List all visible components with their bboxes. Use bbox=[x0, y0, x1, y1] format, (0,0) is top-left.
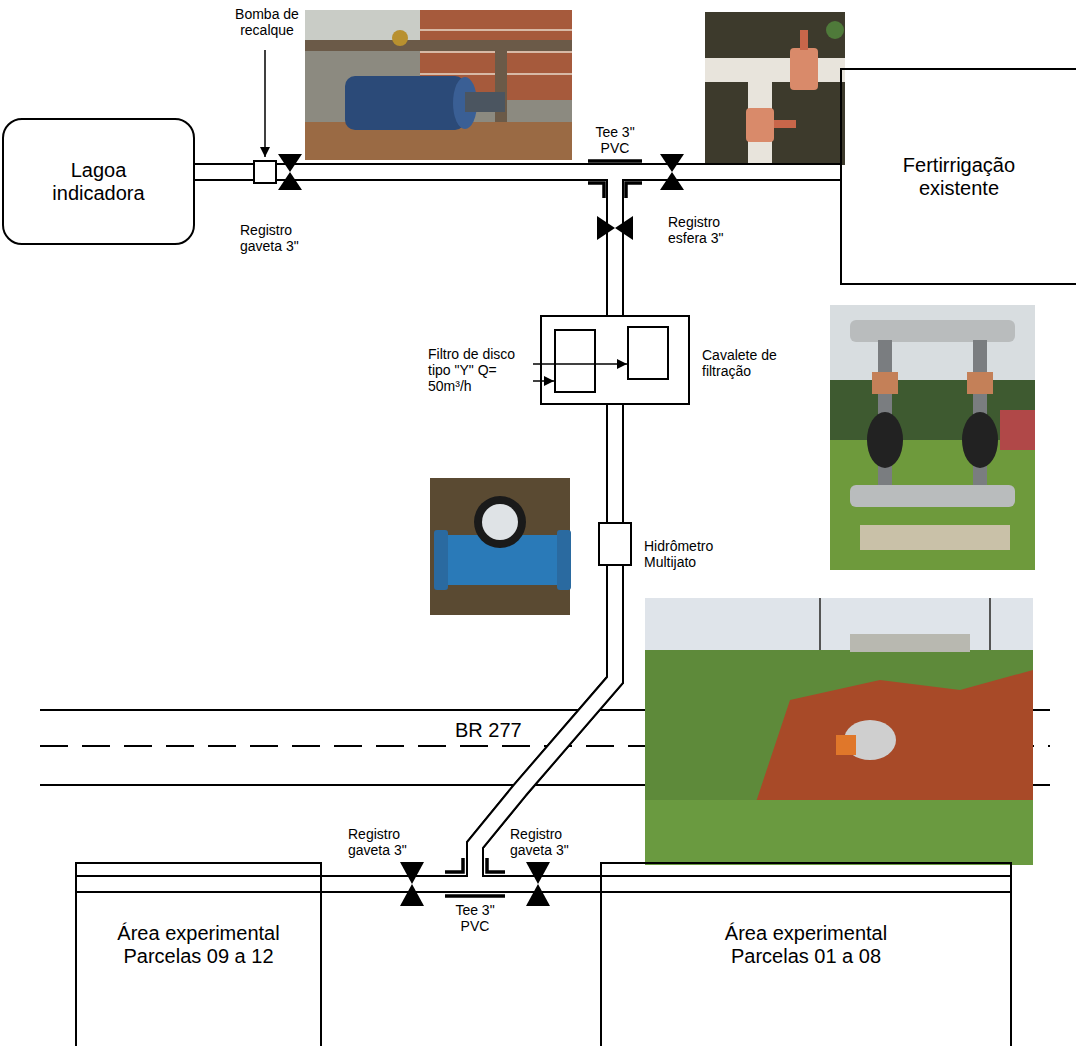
part-label: Registro gaveta 3" bbox=[240, 222, 312, 254]
pipe-bore bbox=[277, 172, 615, 315]
pipe-connector bbox=[195, 172, 253, 173]
part-label: Filtro de disco tipo "Y" Q= 50m³/h bbox=[428, 346, 528, 394]
filter-rack-box: Cavalete de filtração bbox=[540, 315, 690, 405]
valve-symbol bbox=[660, 154, 684, 190]
box-label: Lagoa indicadora bbox=[39, 159, 159, 205]
pipe-connector bbox=[322, 566, 615, 884]
box-label: Área experimental Parcelas 09 a 12 bbox=[104, 922, 294, 968]
part-label: Registro esfera 3" bbox=[668, 214, 740, 246]
valve-symbol bbox=[278, 154, 302, 190]
part-label: Tee 3" PVC bbox=[451, 902, 499, 934]
part-label: Cavalete de filtração bbox=[702, 347, 778, 379]
pipe-bore bbox=[322, 566, 615, 884]
meter-box: Hidrômetro Multijato bbox=[598, 522, 632, 566]
pipe-connector bbox=[277, 172, 615, 315]
filter-photo bbox=[830, 305, 1035, 570]
valve-symbol bbox=[526, 862, 550, 906]
part-label: Tee 3" PVC bbox=[591, 124, 639, 156]
plot-area: Área experimental Parcelas 01 a 08 bbox=[600, 862, 1012, 1046]
valve-symbol bbox=[597, 216, 633, 240]
filter-symbol bbox=[555, 327, 668, 392]
pipe-wall bbox=[606, 405, 624, 522]
pump-photo bbox=[305, 10, 572, 160]
pump-box: Bomba de recalque bbox=[253, 160, 277, 184]
tee-symbol bbox=[588, 161, 642, 198]
pipe-wall bbox=[195, 163, 253, 181]
box-label: Fertirrigação existente bbox=[879, 154, 1039, 200]
part-label: Bomba de recalque bbox=[215, 6, 319, 38]
leader-arrow bbox=[265, 50, 627, 381]
meter-photo bbox=[430, 478, 571, 615]
pipe-connector bbox=[615, 405, 616, 522]
valve-photo bbox=[705, 12, 845, 165]
part-label: Hidrômetro Multijato bbox=[644, 538, 730, 570]
part-label: BR 277 bbox=[452, 719, 525, 742]
tee-symbol bbox=[445, 858, 505, 896]
pipe-bore bbox=[195, 165, 253, 179]
pipe-wall bbox=[277, 172, 615, 315]
pipe-bore bbox=[608, 405, 622, 522]
part-label: Registro gaveta 3" bbox=[348, 826, 420, 858]
pond-box: Lagoa indicadora bbox=[2, 118, 195, 245]
road-photo bbox=[645, 598, 1033, 865]
valve-symbol bbox=[400, 862, 424, 906]
fertigation-box: Fertirrigação existente bbox=[840, 68, 1076, 285]
plot-area: Área experimental Parcelas 09 a 12 bbox=[75, 862, 322, 1046]
part-label: Registro gaveta 3" bbox=[510, 826, 582, 858]
pipe-wall bbox=[322, 566, 615, 884]
box-label: Área experimental Parcelas 01 a 08 bbox=[711, 922, 901, 968]
